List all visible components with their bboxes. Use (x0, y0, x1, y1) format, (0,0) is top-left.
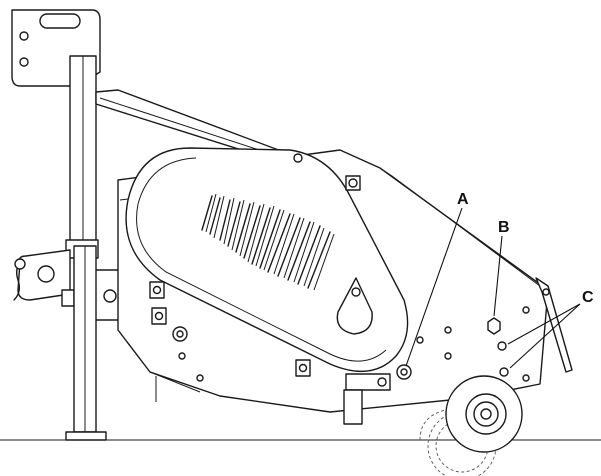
adjustment-holes-c (497, 341, 509, 377)
leader-a (405, 207, 463, 367)
callout-label-a: A (457, 191, 469, 208)
rear-linkage (535, 277, 573, 373)
leader-c-2 (509, 303, 581, 369)
callout-label-c: C (582, 289, 594, 306)
lower-bracket (155, 373, 391, 425)
lower-hitch-assembly (13, 239, 131, 321)
leader-c-1 (507, 303, 581, 345)
bolts (149, 153, 530, 382)
callout-label-b: B (498, 219, 510, 236)
stand-leg (65, 245, 107, 441)
vertical-mast (69, 55, 97, 247)
drain-plug-b (487, 317, 501, 335)
grease-nipple-a (396, 364, 412, 380)
callout-leaders (405, 207, 581, 369)
teardrop-hub (336, 277, 373, 335)
vent-slots (201, 193, 335, 291)
roller-wheel (419, 375, 523, 476)
leader-b (493, 235, 503, 317)
